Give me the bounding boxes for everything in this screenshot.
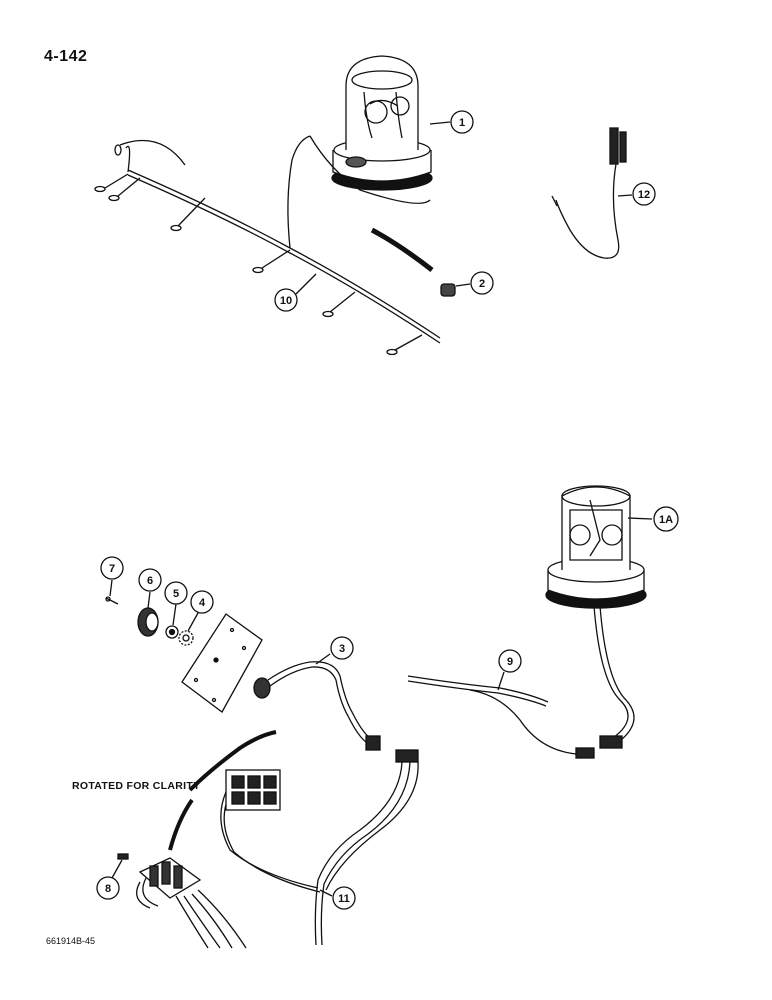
callout-5: 5 <box>164 581 188 626</box>
page-number: 4-142 <box>44 48 88 65</box>
switch-knob-6 <box>137 607 159 637</box>
svg-text:4: 4 <box>199 597 206 609</box>
svg-text:6: 6 <box>147 575 153 587</box>
multi-pin-connector <box>225 769 281 811</box>
setscrew-7 <box>105 596 119 605</box>
harness-11 <box>220 749 419 946</box>
terminal-pin-8 <box>117 853 129 860</box>
svg-text:9: 9 <box>507 656 513 668</box>
wire-harness-10 <box>94 135 441 356</box>
lockwasher-4 <box>178 630 194 646</box>
callout-2: 2 <box>455 271 494 295</box>
callout-10: 10 <box>274 273 317 312</box>
svg-text:2: 2 <box>479 278 485 290</box>
svg-text:10: 10 <box>280 295 292 307</box>
svg-text:8: 8 <box>105 883 111 895</box>
callout-1: 1 <box>429 110 474 134</box>
callout-9: 9 <box>497 649 522 691</box>
svg-text:1: 1 <box>459 117 465 129</box>
svg-text:1A: 1A <box>659 514 673 526</box>
svg-text:7: 7 <box>109 563 115 575</box>
callout-4: 4 <box>187 590 214 632</box>
switch-harness-3 <box>253 661 381 751</box>
connector-housing-rotated <box>136 857 247 949</box>
grommet-2 <box>440 283 456 297</box>
callout-6: 6 <box>138 568 162 609</box>
callout-12: 12 <box>617 182 656 206</box>
svg-text:5: 5 <box>173 588 179 600</box>
callout-1a: 1A <box>627 506 679 532</box>
callout-7: 7 <box>100 556 124 597</box>
svg-text:12: 12 <box>638 189 650 201</box>
beacon-lamp-1 <box>331 55 433 191</box>
rotated-for-clarity-note: ROTATED FOR CLARITY <box>72 780 201 792</box>
wire-lead-12 <box>551 127 627 259</box>
svg-text:11: 11 <box>338 893 350 905</box>
nut-5 <box>165 625 179 639</box>
callout-8: 8 <box>96 859 123 900</box>
svg-text:3: 3 <box>339 643 345 655</box>
wire-9 <box>407 675 549 707</box>
callout-11: 11 <box>319 886 356 910</box>
callout-3: 3 <box>315 636 354 665</box>
beacon-lamp-1a <box>545 485 647 609</box>
mounting-plate <box>181 613 263 713</box>
document-code: 661914B-45 <box>46 936 96 946</box>
